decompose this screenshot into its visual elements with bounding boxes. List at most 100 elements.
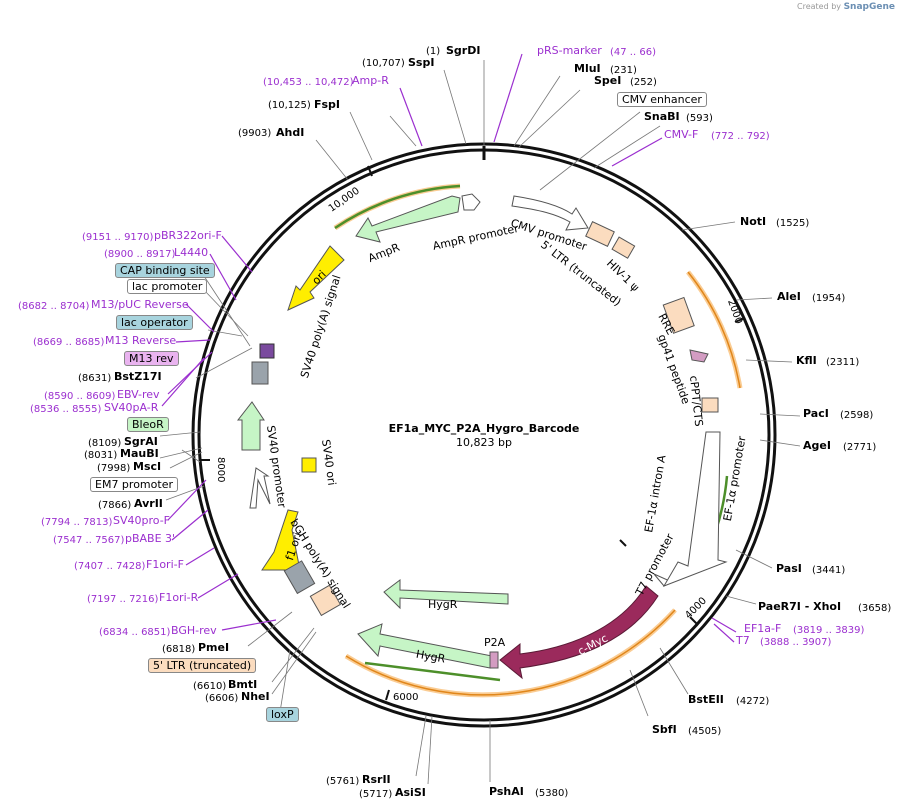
primer-ebv-rev: EBV-rev [117, 388, 160, 401]
box-lac-operator: lac operator [116, 315, 193, 330]
tick-4000: 4000 [683, 595, 709, 621]
hygr-label-1: HygR [428, 598, 458, 611]
cmv-promoter-feature [511, 195, 589, 231]
cppt-feature [701, 397, 719, 413]
primer-pos-amp-r: (10,453 .. 10,472) [263, 77, 354, 88]
enzyme-pos-mlui: (231) [610, 65, 637, 76]
enzyme-pos-sspi: (10,707) [362, 58, 405, 69]
sv40-promoter-arrow [236, 401, 265, 451]
primer-pos-l4440: (8900 .. 8917) [104, 249, 176, 260]
enzyme-mlui: MluI [574, 62, 601, 75]
primer-prs-marker: pRS-marker [537, 44, 602, 57]
t7-promoter-label: T7 promoter [633, 531, 677, 599]
primer-amp-r: Amp-R [352, 74, 389, 87]
enzyme-pos-fspi: (10,125) [268, 100, 311, 111]
box-bleor: BleoR [127, 417, 169, 432]
enzyme-sgrai: SgrAI [124, 435, 158, 448]
enzyme-asisi: AsiSI [395, 786, 426, 799]
enzyme-kfli: KflI [796, 354, 817, 367]
ampr-label: AmpR [366, 241, 402, 265]
enzyme-pmei: PmeI [198, 641, 230, 654]
enzyme-bmti: BmtI [228, 678, 258, 691]
bgh-polya-feature [283, 560, 316, 595]
primer-ef1a-f: EF1a-F [744, 622, 782, 635]
ampr-promoter-feature [461, 193, 481, 211]
enzyme-maubi: MauBI [120, 447, 159, 460]
enzyme-pos-pshai: (5380) [535, 788, 569, 799]
enzyme-pos-pmei: (6818) [162, 644, 196, 655]
ef1a-intron-label: EF-1α intron A [642, 454, 668, 534]
enzyme-sbfi: SbfI [652, 723, 677, 736]
sv40-ori-feature [301, 457, 317, 473]
primer-pos-sv40pro-f: (7794 .. 7813) [41, 517, 113, 528]
enzyme-pos-bstz17i: (8631) [78, 373, 112, 384]
enzyme-pos-bsteii: (4272) [736, 696, 770, 707]
primer-sv40pro-f: SV40pro-F [113, 514, 170, 527]
primer-pbr322ori-f: pBR322ori-F [154, 229, 222, 242]
primer-pos-prs-marker: (47 .. 66) [610, 47, 656, 58]
box-cmv-enhancer: CMV enhancer [617, 92, 707, 107]
gp41-feature [689, 349, 709, 363]
enzyme-alei: AleI [777, 290, 801, 303]
cmyc-feature [499, 585, 659, 680]
enzyme-pos-snabi: (593) [686, 113, 713, 124]
box-5-ltr-truncated: 5' LTR (truncated) [148, 658, 257, 673]
enzyme-pasi: PasI [776, 562, 802, 575]
plasmid-length: 10,823 bp [456, 436, 512, 449]
hygr-label-2: HygR [415, 648, 447, 666]
primer-pos-f1ori-f: (7407 .. 7428) [74, 561, 146, 572]
primer-pos-pbr322ori-f: (9151 .. 9170) [82, 232, 154, 243]
box-cap-binding-site: CAP binding site [115, 263, 215, 278]
primer-m13-reverse: M13 Reverse [105, 334, 177, 347]
ef1a-promoter-feature [662, 431, 728, 587]
plasmid-name: EF1a_MYC_P2A_Hygro_Barcode [389, 422, 580, 435]
enzyme-pos-spei: (252) [630, 77, 657, 88]
primer-cmv-f: CMV-F [664, 128, 699, 141]
ef1a-promoter-label: EF-1α promoter [721, 435, 749, 522]
enzyme-paer7i-xhoi: PaeR7I - XhoI [758, 600, 842, 613]
enzyme-avrii: AvrII [134, 497, 163, 510]
primer-pos-ef1a-f: (3819 .. 3839) [793, 625, 865, 636]
primer-pos-bgh-rev: (6834 .. 6851) [99, 627, 171, 638]
cppt-label: cPPT/CTS [687, 375, 705, 427]
ampr-promoter-label: AmpR promoter [432, 222, 521, 253]
enzyme-pos-agei: (2771) [843, 442, 877, 453]
ef1a-intron-mark [619, 539, 627, 547]
enzyme-pos-sgrdi: (1) [426, 46, 441, 57]
5-ltr-top-feature [585, 221, 615, 247]
primer-l4440: L4440 [174, 246, 209, 259]
enzyme-pos-paci: (2598) [840, 410, 874, 421]
primer-pos-f1ori-r: (7197 .. 7216) [87, 594, 159, 605]
5-ltr-feature [309, 584, 342, 617]
enzyme-pos-nhei: (6606) [205, 693, 239, 704]
enzyme-bsteii: BstEII [688, 693, 724, 706]
enzyme-msci: MscI [133, 460, 162, 473]
tick-mark-2000 [734, 317, 746, 323]
orf-arc-bottom-core [345, 609, 676, 696]
gp41-label: gp41 peptide [655, 333, 692, 407]
sv40-ori-label: SV40 ori [319, 439, 338, 487]
em7-arrow [249, 467, 271, 509]
snapgene-credit: Created by SnapGene [797, 2, 895, 12]
primer-markers [161, 53, 737, 643]
leader-lines [159, 60, 801, 785]
sv40-polya-feature [251, 361, 269, 385]
enzyme-pos-pasi: (3441) [812, 565, 846, 576]
snapgene-logo: SnapGene [843, 2, 895, 12]
enzyme-pos-kfli: (2311) [826, 357, 860, 368]
tick-10000: 10,000 [327, 185, 362, 214]
enzyme-snabi: SnaBI [644, 110, 680, 123]
enzyme-pshai: PshAI [489, 785, 524, 798]
rre-feature [662, 296, 695, 334]
enzyme-pos-alei: (1954) [812, 293, 846, 304]
green-arc-top [334, 184, 461, 230]
enzyme-pos-avrii: (7866) [98, 500, 132, 511]
enzyme-paci: PacI [803, 407, 829, 420]
enzyme-pos-asisi: (5717) [359, 789, 393, 800]
primer-pos-m13-reverse: (8669 .. 8685) [33, 337, 105, 348]
enzyme-pos-ahdi: (9903) [238, 128, 272, 139]
primer-pos-m13puc-reverse: (8682 .. 8704) [18, 301, 90, 312]
primer-pbabe3: pBABE 3' [125, 532, 176, 545]
enzyme-nhei: NheI [241, 690, 270, 703]
